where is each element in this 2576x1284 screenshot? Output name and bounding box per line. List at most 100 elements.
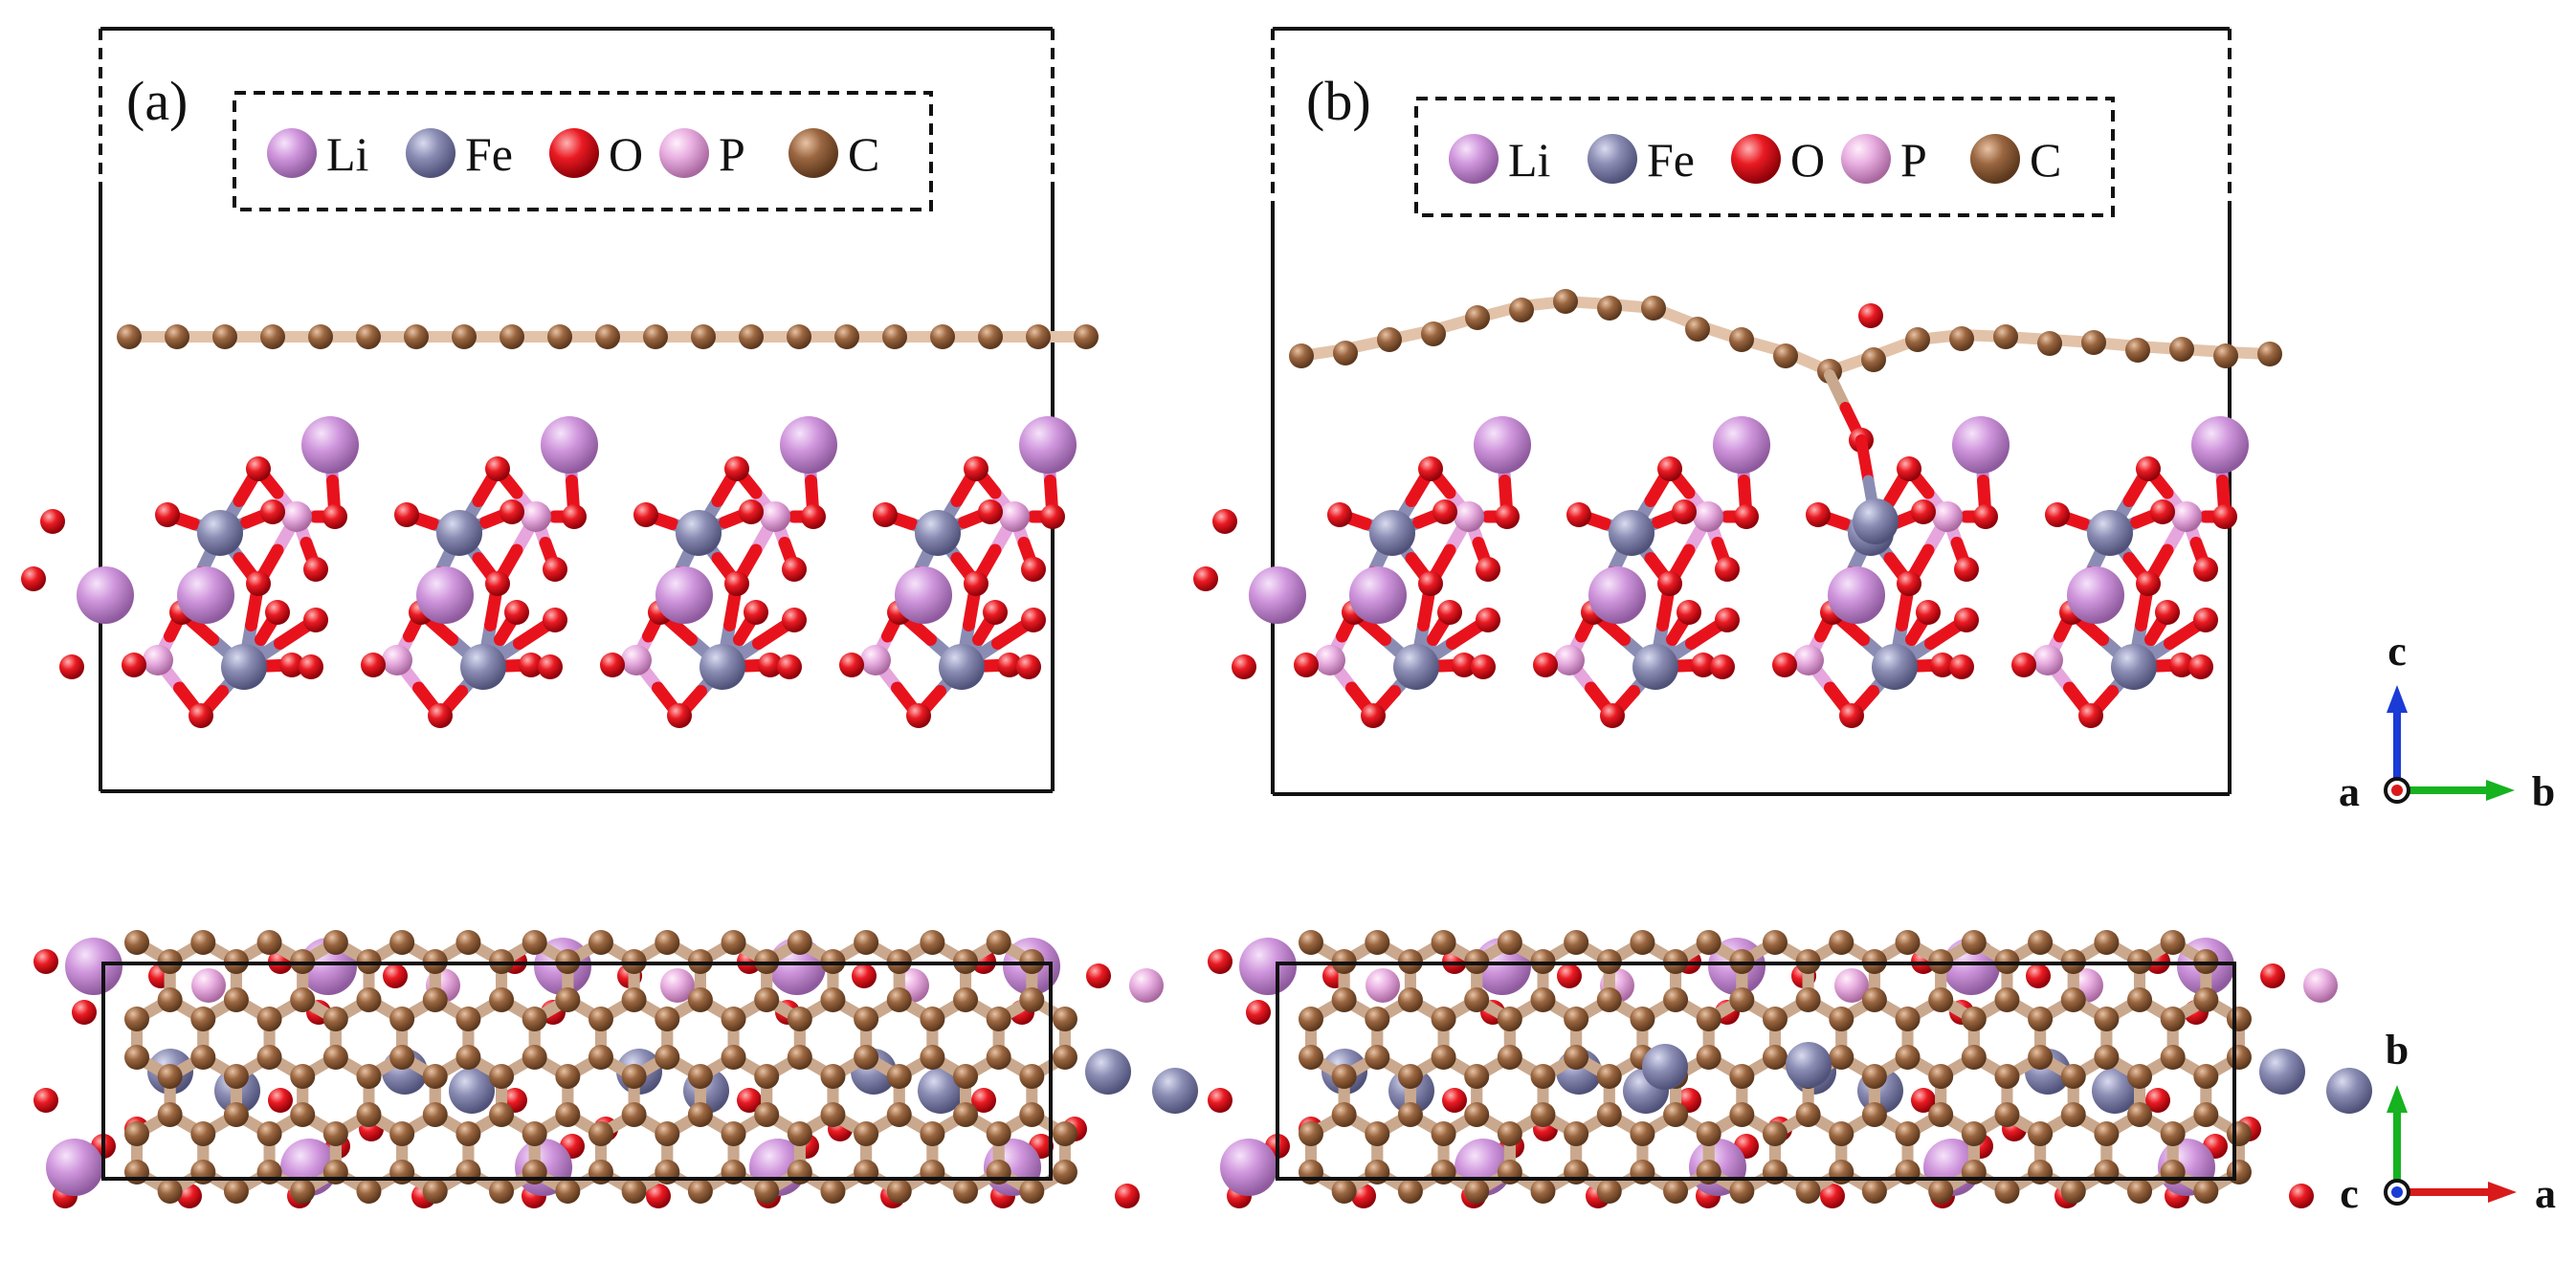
carbon-atom	[1762, 1045, 1788, 1070]
carbon-atom	[978, 324, 1003, 349]
carbon-atom	[522, 1045, 547, 1070]
oxygen-atom	[519, 653, 544, 677]
oxygen-atom	[1452, 653, 1477, 677]
c-axis-label-top: c	[2340, 1170, 2359, 1217]
carbon-atom	[1762, 1160, 1788, 1184]
oxygen-atom	[1040, 504, 1065, 529]
oxygen-atom	[322, 504, 347, 529]
phosphorus-atom	[1554, 645, 1585, 675]
oxygen-atom	[873, 502, 898, 527]
carbon-atom	[404, 324, 429, 349]
carbon-atom	[953, 1064, 979, 1089]
iron-atom	[676, 510, 722, 556]
carbon-atom	[1895, 1045, 1921, 1070]
oxygen-atom	[122, 653, 146, 677]
carbon-atom	[721, 1160, 746, 1184]
oxygen-atom	[1954, 608, 1979, 632]
carbon-atom	[820, 987, 846, 1012]
carbon-atom	[157, 987, 183, 1012]
carbon-atom	[389, 930, 415, 955]
carbon-atom	[290, 1179, 316, 1204]
carbon-atom	[452, 324, 477, 349]
oxygen-atom	[59, 654, 84, 679]
carbon-atom	[1365, 1121, 1390, 1146]
legend-label: O	[1790, 133, 1825, 187]
carbon-atom	[655, 1160, 680, 1184]
iron-atom	[460, 644, 506, 690]
carbon-atom	[290, 1064, 316, 1089]
oxygen-atom	[265, 600, 290, 625]
oxygen-atom	[1734, 504, 1759, 529]
oxygen-atom	[724, 456, 749, 481]
carbon-atom	[1993, 324, 2018, 349]
carbon-atom	[1365, 1045, 1390, 1070]
carbon-atom	[422, 1179, 448, 1204]
carbon-atom	[854, 1045, 879, 1070]
oxygen-atom	[33, 949, 58, 974]
oxygen-atom	[1949, 654, 1974, 679]
carbon-atom	[1795, 1102, 1821, 1127]
carbon-atom	[1365, 930, 1390, 955]
lithium-atom	[541, 416, 598, 474]
lithium-atom	[46, 1139, 103, 1196]
lithium-atom	[1952, 416, 2010, 474]
carbon-atom	[157, 1179, 183, 1204]
carbon-atom	[422, 987, 448, 1012]
oxygen-atom	[1691, 653, 1716, 677]
carbon-atom	[2127, 987, 2153, 1012]
carbon-atom	[588, 1045, 613, 1070]
lithium-atom	[1349, 566, 1407, 624]
phosphorus-atom-icon	[659, 128, 709, 178]
iron-atom	[1393, 644, 1439, 690]
carbon-atom	[1431, 930, 1456, 955]
carbon-atom	[223, 987, 249, 1012]
carbon-atom	[2160, 1160, 2186, 1184]
oxygen-atom	[1327, 502, 1352, 527]
iron-atom	[221, 644, 267, 690]
side-view-b	[1193, 289, 2282, 728]
carbon-atom	[2226, 1007, 2252, 1031]
oxygen-atom	[1954, 557, 1979, 582]
oxygen-atom-icon	[549, 128, 599, 178]
carbon-atom	[1431, 1160, 1456, 1184]
carbon-atom	[886, 987, 912, 1012]
oxygen-atom	[246, 456, 271, 481]
oxygen-atom	[724, 571, 749, 596]
iron-atom	[2326, 1068, 2372, 1114]
legend-label: Li	[326, 127, 368, 181]
carbon-atom	[1596, 1102, 1622, 1127]
axes-indicator-top: b a c	[2340, 1027, 2556, 1217]
carbon-atom	[1696, 1045, 1721, 1070]
iron-atom	[449, 1068, 495, 1114]
carbon-atom	[1026, 324, 1051, 349]
carbon-atom	[2094, 1160, 2120, 1184]
carbon-atom	[854, 1121, 879, 1146]
carbon-atom	[1421, 321, 1446, 346]
lithium-atom	[1713, 416, 1770, 474]
carbon-atom	[882, 324, 907, 349]
lithium-atom	[1474, 416, 1531, 474]
carbon-atom	[1331, 1064, 1357, 1089]
oxygen-atom	[1930, 653, 1955, 677]
carbon-atom	[1331, 1179, 1357, 1204]
a-axis-arrowhead-top	[2488, 1182, 2517, 1203]
oxygen-atom	[428, 703, 453, 728]
carbon-atom	[787, 1007, 812, 1031]
carbon-atom	[588, 1160, 613, 1184]
oxygen-atom	[646, 1184, 671, 1208]
carbon-atom	[2127, 1064, 2153, 1089]
iron-atom	[1853, 498, 1899, 544]
carbon-atom	[953, 1102, 979, 1127]
carbon-atom	[754, 1064, 780, 1089]
carbon-atom	[1497, 1007, 1522, 1031]
carbon-atom	[1564, 1007, 1589, 1031]
carbon-atom	[655, 930, 680, 955]
lithium-atom	[177, 566, 234, 624]
carbon-atom	[1564, 1160, 1589, 1184]
carbon-atom	[1961, 1121, 1987, 1146]
carbon-atom	[1397, 987, 1423, 1012]
oxygen-atom	[1806, 502, 1831, 527]
carbon-atom	[223, 1179, 249, 1204]
panel-a-label: (a)	[126, 70, 188, 132]
